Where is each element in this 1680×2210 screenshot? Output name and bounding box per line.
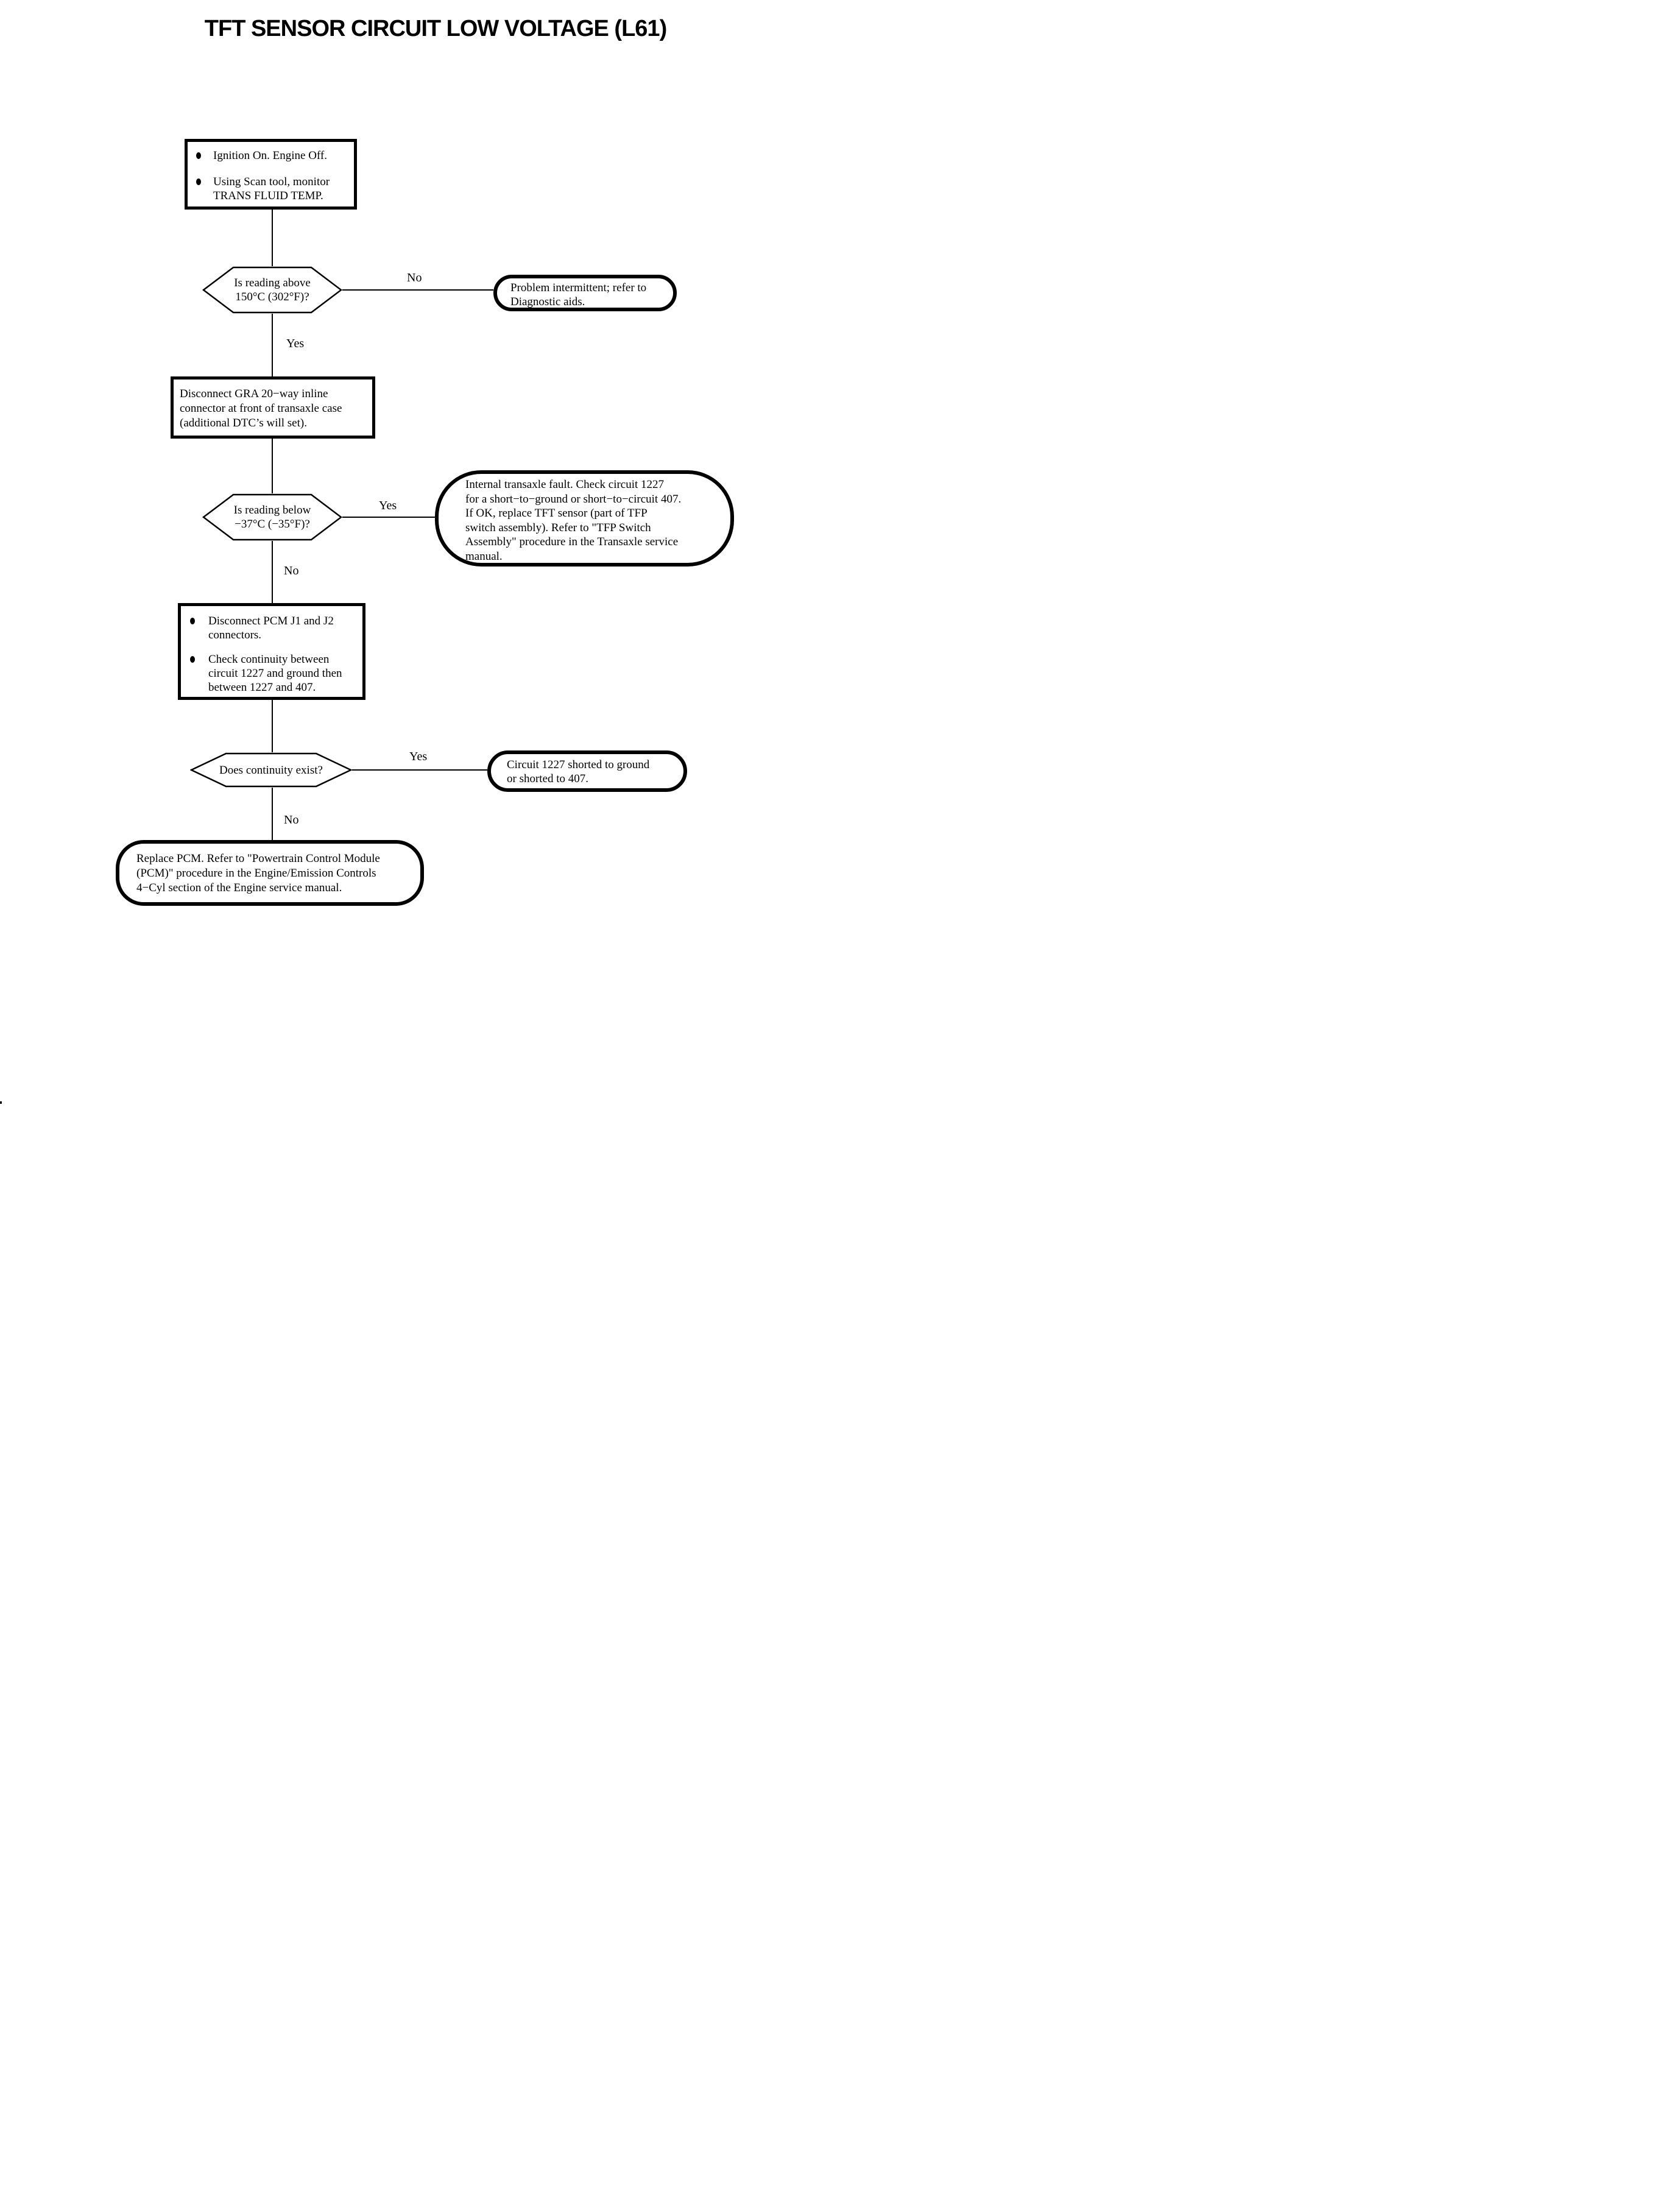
result-short-line2: or shorted to 407. xyxy=(507,772,589,785)
result-replace-pcm-line2: (PCM)" procedure in the Engine/Emission … xyxy=(136,867,376,880)
hexagon-shape xyxy=(202,493,342,541)
decision2-no-label: No xyxy=(284,564,299,577)
branch-line-decision1-no xyxy=(342,289,493,291)
result-internal-fault-line1: Internal transaxle fault. Check circuit … xyxy=(465,478,665,491)
hexagon-shape xyxy=(202,266,342,314)
gra-box-line3: (additional DTC’s will set). xyxy=(180,417,307,429)
result-intermittent-line2: Diagnostic aids. xyxy=(510,295,585,308)
gra-box-line1: Disconnect GRA 20−way inline xyxy=(180,387,328,400)
start-box: Ignition On. Engine Off. Using Scan tool… xyxy=(185,139,357,210)
decision1-no-label: No xyxy=(407,271,422,284)
pcm-box-item1-line1: Disconnect PCM J1 and J2 xyxy=(208,615,334,627)
result-intermittent: Problem intermittent; refer to Diagnosti… xyxy=(493,275,677,311)
connector-pcm-box-to-decision3 xyxy=(272,700,273,752)
connector-startbox-to-decision1 xyxy=(272,210,273,266)
decision1-yes-label: Yes xyxy=(286,337,305,350)
pcm-box-item2-line3: between 1227 and 407. xyxy=(208,681,316,694)
result-internal-fault-line4: switch assembly). Refer to "TFP Switch xyxy=(465,521,651,534)
connector-decision2-to-pcm-box xyxy=(272,541,273,603)
connector-decision3-to-replace-pcm xyxy=(272,788,273,840)
result-short-line1: Circuit 1227 shorted to ground xyxy=(507,758,650,771)
result-intermittent-line1: Problem intermittent; refer to xyxy=(510,281,647,294)
decision2-yes-label: Yes xyxy=(379,499,397,512)
bullet-icon xyxy=(190,656,195,663)
scan-artifact-dot xyxy=(0,1101,2,1104)
start-box-item2-line1: Using Scan tool, monitor xyxy=(213,175,330,188)
decision2-text: Is reading below −37°C (−35°F)? xyxy=(233,504,311,531)
flowchart-page: TFT SENSOR CIRCUIT LOW VOLTAGE (L61) Ign… xyxy=(0,0,840,1105)
decision3-text: Does continuity exist? xyxy=(219,763,323,777)
decision2-hexagon: Is reading below −37°C (−35°F)? xyxy=(202,493,342,541)
bullet-icon xyxy=(196,152,201,159)
result-internal-fault-line2: for a short−to−ground or short−to−circui… xyxy=(465,492,682,506)
pcm-box-item1-line2: connectors. xyxy=(208,629,262,641)
pcm-box-item-2: Check continuity between circuit 1227 an… xyxy=(190,652,359,694)
pcm-box: Disconnect PCM J1 and J2 connectors. Che… xyxy=(178,603,365,700)
branch-line-decision3-yes xyxy=(352,769,487,771)
result-replace-pcm-line1: Replace PCM. Refer to "Powertrain Contro… xyxy=(136,852,380,865)
decision3-no-label: No xyxy=(284,813,299,827)
decision3-hexagon: Does continuity exist? xyxy=(190,752,352,788)
result-internal-fault-line5: Assembly" procedure in the Transaxle ser… xyxy=(465,535,679,548)
decision3-yes-label: Yes xyxy=(409,750,428,763)
pcm-box-item-1: Disconnect PCM J1 and J2 connectors. xyxy=(190,614,359,642)
start-box-item1-text: Ignition On. Engine Off. xyxy=(213,149,327,162)
start-box-item-1: Ignition On. Engine Off. xyxy=(196,149,349,163)
gra-box-line2: connector at front of transaxle case xyxy=(180,402,342,415)
bullet-icon xyxy=(196,178,201,185)
hexagon-shape xyxy=(190,752,352,788)
connector-gra-box-to-decision2 xyxy=(272,439,273,493)
connector-decision1-to-gra-box xyxy=(272,314,273,376)
result-internal-fault: Internal transaxle fault. Check circuit … xyxy=(435,470,734,567)
start-box-item-2: Using Scan tool, monitor TRANS FLUID TEM… xyxy=(196,175,349,203)
result-replace-pcm-line3: 4−Cyl section of the Engine service manu… xyxy=(136,881,342,894)
decision1-hexagon: Is reading above 150°C (302°F)? xyxy=(202,266,342,314)
result-internal-fault-line6: manual. xyxy=(465,549,503,563)
result-internal-fault-line3: If OK, replace TFT sensor (part of TFP xyxy=(465,507,648,520)
branch-line-decision2-yes xyxy=(342,517,435,518)
page-title: TFT SENSOR CIRCUIT LOW VOLTAGE (L61) xyxy=(204,16,667,41)
decision1-text: Is reading above 150°C (302°F)? xyxy=(234,277,311,303)
pcm-box-item2-line2: circuit 1227 and ground then xyxy=(208,667,342,680)
bullet-icon xyxy=(190,618,195,624)
result-short: Circuit 1227 shorted to ground or shorte… xyxy=(487,750,687,792)
pcm-box-item2-line1: Check continuity between xyxy=(208,653,330,666)
gra-box: Disconnect GRA 20−way inline connector a… xyxy=(171,376,375,439)
start-box-item2-line2: TRANS FLUID TEMP. xyxy=(213,189,323,202)
result-replace-pcm: Replace PCM. Refer to "Powertrain Contro… xyxy=(116,840,424,906)
